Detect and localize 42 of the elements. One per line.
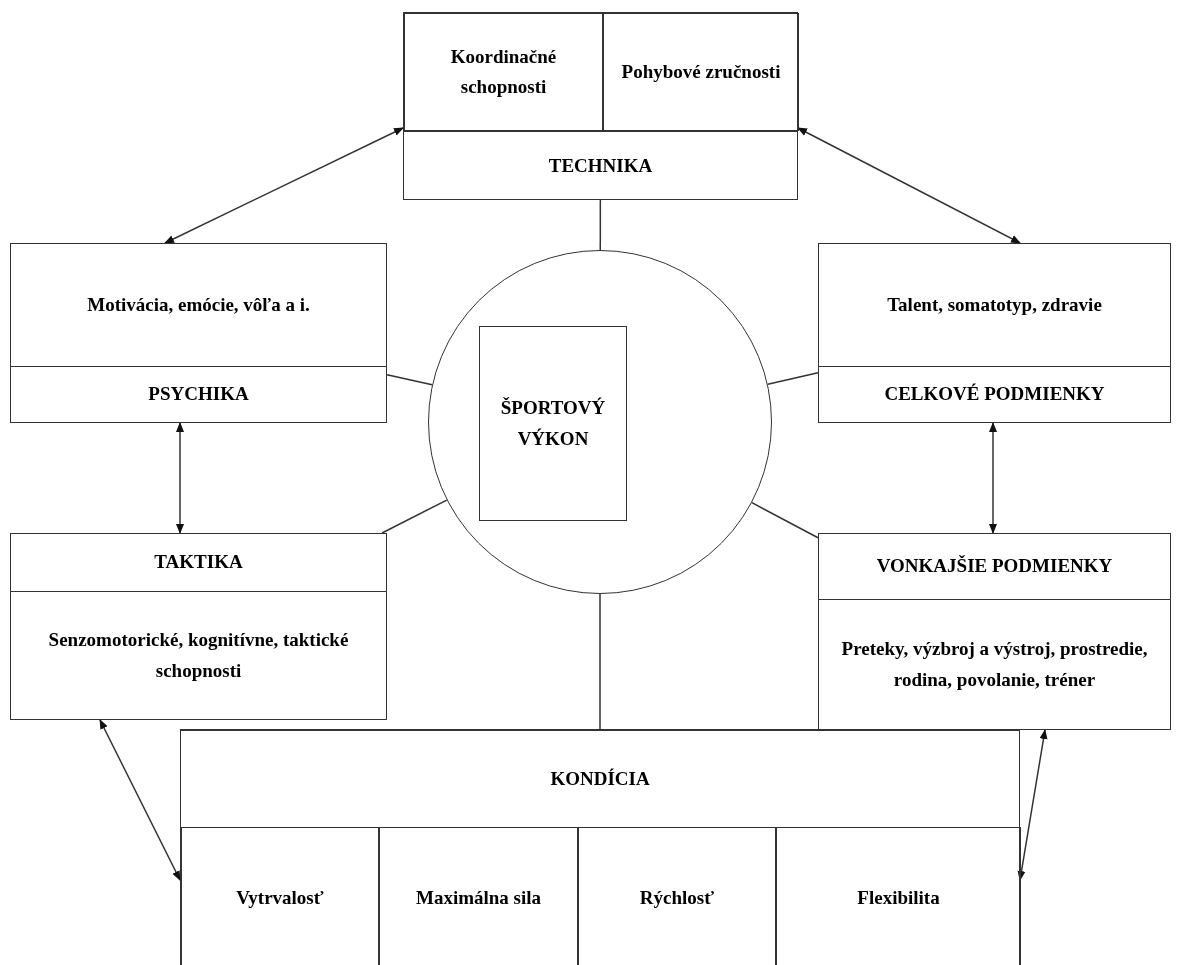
heading-text: KONDÍCIA (550, 766, 650, 791)
double-arrow (1017, 729, 1048, 881)
heading-text: ŠPORTOVÝ VÝKON (499, 396, 607, 451)
text-box (603, 13, 799, 131)
heading-text: CELKOVÉ PODMIENKY (884, 382, 1105, 407)
description-text: Talent, somatotyp, zdravie (887, 292, 1102, 317)
heading-text: TAKTIKA (154, 550, 243, 575)
cell-text: Maximálna sila (415, 886, 542, 911)
connector-line (751, 501, 819, 539)
heading-text: PSYCHIKA (148, 382, 249, 407)
text-box (10, 243, 387, 423)
connector-line (381, 499, 448, 534)
cell-text: Pohybové zručnosti (621, 59, 781, 84)
cell-text: Vytrvalosť (236, 886, 324, 911)
connector-line (386, 374, 433, 386)
description-text: Motivácia, emócie, vôľa a i. (87, 292, 310, 317)
cell-text: Rýchlosť (639, 886, 715, 911)
cell-text: Flexibilita (857, 886, 940, 911)
text-box (180, 729, 1020, 965)
heading-text: VONKAJŠIE PODMIENKY (876, 554, 1113, 579)
description-text: Preteky, výzbroj a výstroj, prostredie, rodina, povolanie, tréner (840, 637, 1149, 692)
double-arrow (99, 719, 181, 881)
text-box (818, 533, 1171, 730)
heading-text: TECHNIKA (548, 154, 653, 179)
text-box (818, 243, 1171, 423)
text-box (379, 827, 578, 965)
text-box (479, 326, 627, 521)
double-arrow (797, 127, 1021, 244)
cell-text: Koordinačné schopnosti (449, 44, 558, 99)
text-box (404, 13, 603, 131)
text-box (578, 827, 776, 965)
description-text: Senzomotorické, kognitívne, taktické schopnosti (47, 628, 350, 683)
text-box (403, 12, 798, 200)
text-box (10, 533, 387, 720)
connector-line (599, 593, 601, 730)
connector-line (767, 372, 819, 385)
double-arrow (164, 127, 404, 244)
text-box (181, 827, 379, 965)
connector-line (599, 199, 602, 251)
double-arrow (989, 422, 997, 534)
double-arrow (176, 422, 184, 534)
text-box (776, 827, 1021, 965)
